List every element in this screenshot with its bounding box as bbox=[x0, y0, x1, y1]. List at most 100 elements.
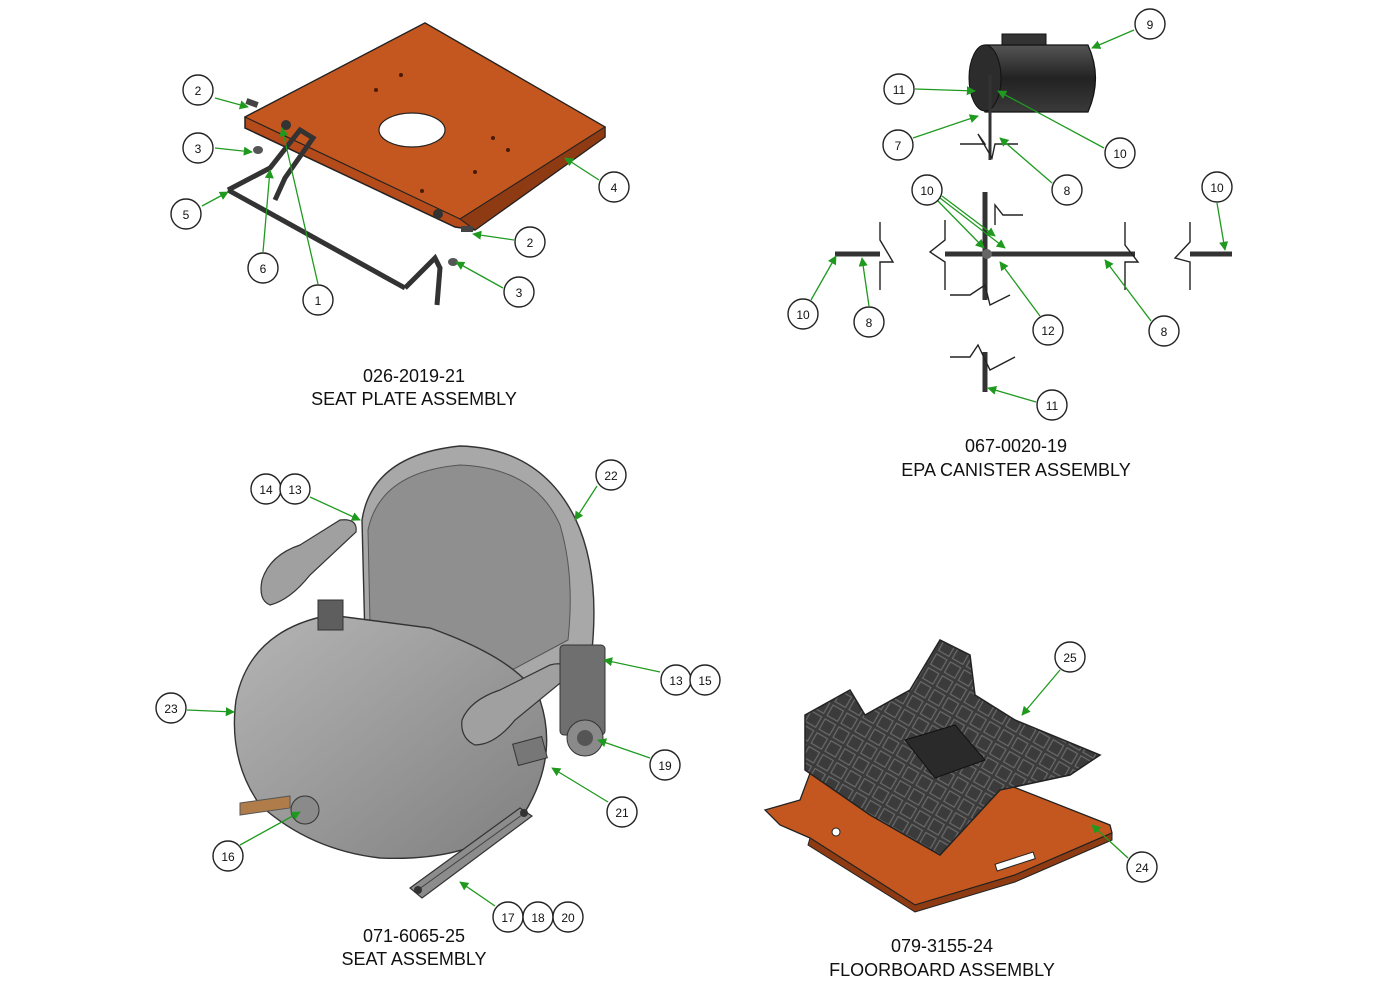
callout-balloon: 16 bbox=[212, 840, 244, 872]
callout-balloon: 13 bbox=[660, 664, 692, 696]
callout-number: 2 bbox=[195, 84, 202, 98]
callout-balloon: 14 bbox=[250, 473, 282, 505]
leader-line bbox=[214, 146, 253, 156]
callout-balloon: 3 bbox=[182, 132, 214, 164]
leader-line bbox=[239, 811, 301, 846]
seat-frame-bar bbox=[226, 187, 407, 291]
leader-line bbox=[603, 657, 661, 673]
callout-number: 4 bbox=[611, 181, 618, 195]
leader-line bbox=[912, 114, 979, 139]
callout-number: 19 bbox=[658, 759, 672, 773]
callout-number: 6 bbox=[260, 262, 267, 276]
callout-balloon: 15 bbox=[689, 664, 721, 696]
floorboard-part-number: 079-3155-24 bbox=[891, 936, 993, 956]
seat-plate-part-number: 026-2019-21 bbox=[363, 366, 465, 386]
leader-line bbox=[455, 261, 504, 289]
callout-balloon: 9 bbox=[1134, 8, 1166, 40]
leader-line bbox=[262, 169, 274, 253]
callout-number: 8 bbox=[1064, 184, 1071, 198]
leader-line bbox=[459, 881, 496, 907]
leader-line bbox=[941, 195, 996, 237]
leader-line bbox=[201, 191, 229, 207]
callout-number: 1 bbox=[315, 294, 322, 308]
leader-line bbox=[936, 199, 985, 249]
callout-number: 20 bbox=[561, 911, 575, 925]
callout-number: 5 bbox=[183, 208, 190, 222]
leader-line bbox=[564, 157, 600, 181]
leader-line bbox=[1104, 259, 1152, 322]
callout-balloon: 23 bbox=[155, 692, 187, 724]
callout-number: 8 bbox=[1161, 325, 1168, 339]
callout-number: 9 bbox=[1147, 18, 1154, 32]
callout-balloon: 24 bbox=[1126, 851, 1158, 883]
leader-line bbox=[214, 97, 249, 110]
callout-number: 13 bbox=[669, 674, 683, 688]
leader-line bbox=[279, 127, 319, 285]
leader-line bbox=[914, 86, 976, 96]
leader-line bbox=[999, 261, 1041, 317]
callout-number: 23 bbox=[164, 702, 178, 716]
callout-number: 11 bbox=[1046, 399, 1059, 413]
callout-balloon: 17 bbox=[492, 901, 524, 933]
leader-line bbox=[999, 137, 1053, 184]
leader-line bbox=[1216, 202, 1229, 251]
callout-balloon: 10 bbox=[911, 174, 943, 206]
floorboard-drawing bbox=[763, 639, 1113, 913]
callout-number: 14 bbox=[259, 483, 273, 497]
callout-balloon: 1 bbox=[302, 284, 334, 316]
leader-line bbox=[309, 496, 361, 521]
callout-number: 16 bbox=[221, 850, 235, 864]
callout-balloon: 11 bbox=[883, 73, 915, 105]
floorboard-title: FLOORBOARD ASSEMBLY bbox=[829, 960, 1055, 980]
leader-line bbox=[574, 485, 598, 521]
callout-number: 24 bbox=[1135, 861, 1149, 875]
left-armrest bbox=[260, 519, 357, 606]
leader-line bbox=[551, 767, 609, 803]
callout-balloon: 21 bbox=[606, 796, 638, 828]
callout-number: 22 bbox=[604, 469, 618, 483]
callout-number: 15 bbox=[698, 674, 712, 688]
callout-balloon: 10 bbox=[787, 298, 819, 330]
leader-line bbox=[597, 738, 651, 759]
callout-balloon: 12 bbox=[1032, 314, 1064, 346]
callout-balloon: 4 bbox=[598, 171, 630, 203]
callout-balloon: 7 bbox=[882, 129, 914, 161]
callout-number: 2 bbox=[527, 236, 534, 250]
callout-number: 17 bbox=[501, 911, 515, 925]
callout-balloon: 2 bbox=[182, 74, 214, 106]
callout-balloon: 19 bbox=[649, 749, 681, 781]
callout-number: 10 bbox=[920, 184, 934, 198]
callout-number: 3 bbox=[195, 142, 202, 156]
callout-number: 8 bbox=[866, 316, 873, 330]
leader-line bbox=[987, 385, 1037, 403]
epa-canister-title: EPA CANISTER ASSEMBLY bbox=[901, 460, 1130, 480]
callout-balloon: 13 bbox=[279, 473, 311, 505]
callout-number: 10 bbox=[1113, 147, 1127, 161]
leader-line bbox=[810, 255, 837, 301]
seat-plate-title: SEAT PLATE ASSEMBLY bbox=[311, 389, 517, 409]
callout-balloon: 3 bbox=[503, 276, 535, 308]
callout-number: 11 bbox=[893, 83, 906, 97]
callout-number: 7 bbox=[895, 139, 902, 153]
callout-balloon: 22 bbox=[595, 459, 627, 491]
callout-number: 18 bbox=[531, 911, 545, 925]
callout-balloon: 8 bbox=[853, 306, 885, 338]
callout-balloon: 20 bbox=[552, 901, 584, 933]
callout-number: 10 bbox=[1210, 181, 1224, 195]
seat-part-number: 071-6065-25 bbox=[363, 926, 465, 946]
seat-plate-drawing bbox=[226, 22, 607, 306]
callout-number: 25 bbox=[1063, 651, 1077, 665]
callout-balloon: 2 bbox=[514, 226, 546, 258]
seat-title: SEAT ASSEMBLY bbox=[341, 949, 486, 969]
leader-line bbox=[997, 90, 1105, 149]
callout-number: 10 bbox=[796, 308, 810, 322]
leader-line bbox=[858, 257, 870, 307]
callout-balloon: 18 bbox=[522, 901, 554, 933]
callout-number: 12 bbox=[1041, 324, 1055, 338]
callout-balloon: 11 bbox=[1036, 389, 1068, 421]
callout-balloon: 6 bbox=[247, 252, 279, 284]
callout-number: 3 bbox=[516, 286, 523, 300]
seat-slide-rail bbox=[409, 807, 534, 899]
